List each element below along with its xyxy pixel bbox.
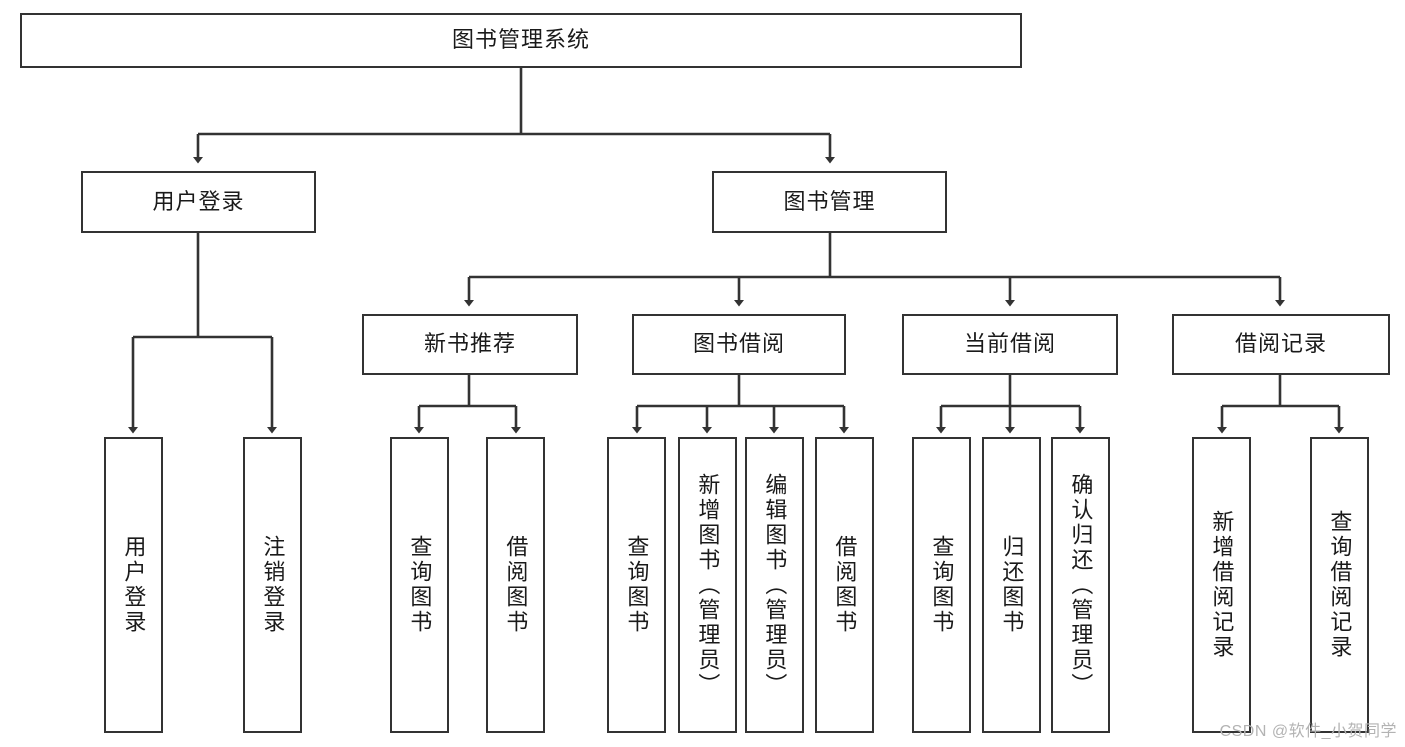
node-current-borrow[interactable]: 当前借阅 xyxy=(902,314,1118,375)
node-label: 确认归还（管理员） xyxy=(1068,472,1094,698)
leaf-book-borrow-query-book[interactable]: 查询图书 xyxy=(607,437,666,733)
node-label: 用户登录 xyxy=(152,188,245,214)
leaf-book-borrow-edit-book-admin[interactable]: 编辑图书（管理员） xyxy=(745,437,804,733)
node-new-book-recommend[interactable]: 新书推荐 xyxy=(362,314,578,375)
node-label: 新增图书（管理员） xyxy=(695,472,721,698)
node-label: 借阅记录 xyxy=(1234,331,1327,357)
node-label: 图书管理 xyxy=(783,188,876,214)
node-label: 新增借阅记录 xyxy=(1209,510,1235,660)
leaf-book-borrow-borrow-book[interactable]: 借阅图书 xyxy=(815,437,874,733)
csdn-watermark: CSDN @软件_小贺同学 xyxy=(1219,723,1397,740)
leaf-book-borrow-add-book-admin[interactable]: 新增图书（管理员） xyxy=(678,437,737,733)
leaf-new-book-borrow-book[interactable]: 借阅图书 xyxy=(486,437,545,733)
node-label: 图书管理系统 xyxy=(451,27,590,53)
node-label: 新书推荐 xyxy=(423,331,516,357)
node-label: 用户登录 xyxy=(121,535,147,635)
leaf-new-book-query-book[interactable]: 查询图书 xyxy=(390,437,449,733)
node-user-login[interactable]: 用户登录 xyxy=(81,171,316,233)
node-label: 借阅图书 xyxy=(503,535,529,635)
node-label: 图书借阅 xyxy=(692,331,785,357)
node-label: 查询图书 xyxy=(929,535,955,635)
leaf-user-login-logout[interactable]: 注销登录 xyxy=(243,437,302,733)
node-label: 查询图书 xyxy=(624,535,650,635)
leaf-current-borrow-return-book[interactable]: 归还图书 xyxy=(982,437,1041,733)
node-label: 编辑图书（管理员） xyxy=(762,472,788,698)
node-book-management[interactable]: 图书管理 xyxy=(712,171,947,233)
node-label: 注销登录 xyxy=(260,535,286,635)
node-label: 当前借阅 xyxy=(963,331,1056,357)
node-borrow-record[interactable]: 借阅记录 xyxy=(1172,314,1390,375)
node-label: 查询图书 xyxy=(407,535,433,635)
node-book-borrow[interactable]: 图书借阅 xyxy=(632,314,846,375)
node-label: 查询借阅记录 xyxy=(1327,510,1353,660)
leaf-borrow-record-add-record[interactable]: 新增借阅记录 xyxy=(1192,437,1251,733)
leaf-current-borrow-query-book[interactable]: 查询图书 xyxy=(912,437,971,733)
leaf-current-borrow-confirm-return-admin[interactable]: 确认归还（管理员） xyxy=(1051,437,1110,733)
node-root-book-management-system[interactable]: 图书管理系统 xyxy=(20,13,1022,68)
node-label: 借阅图书 xyxy=(832,535,858,635)
node-label: 归还图书 xyxy=(999,535,1025,635)
leaf-user-login-login[interactable]: 用户登录 xyxy=(104,437,163,733)
leaf-borrow-record-query-record[interactable]: 查询借阅记录 xyxy=(1310,437,1369,733)
